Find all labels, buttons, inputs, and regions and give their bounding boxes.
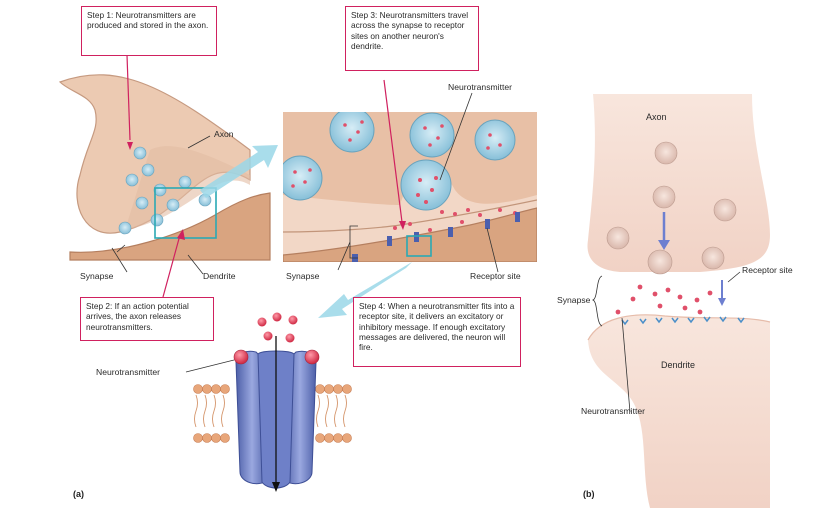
label-receptor-b: Receptor site <box>742 265 793 275</box>
label-axon-b: Axon <box>646 112 667 122</box>
label-neurotransmitter-channel: Neurotransmitter <box>96 367 160 377</box>
dendrite-small <box>69 192 271 261</box>
neurotransmitter-molecules <box>233 312 320 365</box>
panel-b-neuron <box>587 94 771 508</box>
label-synapse-b: Synapse <box>557 295 591 305</box>
step-3-box: Step 3: Neurotransmitters travel across … <box>345 6 479 71</box>
label-axon-small: Axon <box>214 129 234 139</box>
label-synapse-small: Synapse <box>80 271 114 281</box>
label-receptor-site: Receptor site <box>470 271 521 281</box>
panel-label-a: (a) <box>73 489 84 499</box>
label-dendrite-small: Dendrite <box>203 271 236 281</box>
panel-label-b: (b) <box>583 489 595 499</box>
step-4-box: Step 4: When a neurotransmitter fits int… <box>353 297 521 367</box>
receptor-channel <box>235 336 317 492</box>
step-1-text: Step 1: Neurotransmitters are produced a… <box>87 10 209 31</box>
zoom-arrow <box>200 145 278 198</box>
zoom-arrow-down <box>318 262 412 318</box>
label-synapse-zoom: Synapse <box>286 271 320 281</box>
step-2-box: Step 2: If an action potential arrives, … <box>80 297 214 341</box>
small-vesicles <box>118 146 212 235</box>
zoomed-synapse <box>283 112 537 262</box>
label-neurotransmitter-b: Neurotransmitter <box>581 406 645 416</box>
label-neurotransmitter-zoom: Neurotransmitter <box>448 82 512 92</box>
step-1-box: Step 1: Neurotransmitters are produced a… <box>81 6 217 56</box>
label-dendrite-b: Dendrite <box>661 360 696 370</box>
step-3-text: Step 3: Neurotransmitters travel across … <box>351 10 469 51</box>
step-4-text: Step 4: When a neurotransmitter fits int… <box>359 301 515 353</box>
zoom-box-small <box>154 187 217 239</box>
membrane <box>193 384 352 443</box>
step-2-text: Step 2: If an action potential arrives, … <box>86 301 189 332</box>
